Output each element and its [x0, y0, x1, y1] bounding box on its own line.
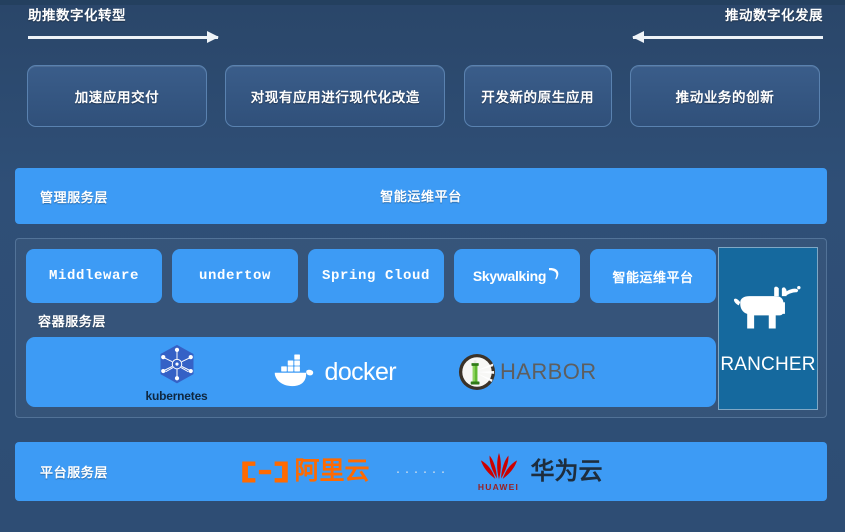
harbor-logo[interactable]: HARBOR — [458, 353, 597, 391]
harbor-label: HARBOR — [499, 359, 597, 384]
middleware-box-spring-cloud[interactable]: Spring Cloud — [308, 249, 444, 303]
docker-logo[interactable]: docker — [270, 352, 397, 392]
docker-whale-icon — [274, 354, 313, 387]
aliyun-bracket-icon — [241, 461, 288, 482]
arrow-left-icon — [632, 31, 823, 43]
goal-box-develop-cloud-native-apps[interactable]: 开发新的原生应用 — [463, 65, 612, 127]
container-service-layer-panel: Middleware undertow Spring Cloud Skywalk… — [15, 238, 827, 418]
huawei-label: 华为云 — [530, 457, 603, 485]
container-layer-label: 容器服务层 — [38, 314, 107, 329]
rancher-cow-icon — [733, 285, 801, 328]
aliyun-logo[interactable]: 阿里云 — [240, 458, 370, 486]
arrow-right-icon — [28, 31, 219, 43]
goal-box-accelerate-delivery[interactable]: 加速应用交付 — [27, 65, 207, 127]
top-edge-strip — [0, 0, 845, 5]
middleware-box-middleware[interactable]: Middleware — [26, 249, 162, 303]
skywalking-swoosh-icon — [549, 267, 559, 279]
right-arrow-annotation: 推动数字化发展 — [632, 8, 823, 48]
skywalking-label: Skywalking — [472, 268, 547, 284]
left-arrow-label: 助推数字化转型 — [28, 8, 126, 23]
cloud-vendor-logos: 阿里云 ······ HUAWEI — [15, 452, 827, 492]
platform-service-layer: 平台服务层 阿里云 ······ — [15, 442, 827, 501]
management-layer-label: 管理服务层 — [40, 189, 109, 205]
huawei-mark: HUAWEI — [476, 452, 522, 492]
management-service-layer: 管理服务层 智能运维平台 — [15, 168, 827, 224]
right-arrow-label: 推动数字化发展 — [725, 8, 823, 23]
intelligent-ops-platform-label: 智能运维平台 — [380, 189, 462, 204]
harbor-lighthouse-icon — [458, 353, 496, 391]
platform-layer-label: 平台服务层 — [40, 465, 109, 480]
left-arrow-annotation: 助推数字化转型 — [28, 8, 219, 48]
huawei-flower-icon — [480, 452, 517, 480]
docker-label: docker — [324, 357, 397, 386]
goals-row: 加速应用交付 对现有应用进行现代化改造 开发新的原生应用 推动业务的创新 — [27, 65, 820, 127]
rancher-panel[interactable]: RANCHER — [718, 247, 818, 410]
orchestration-logo-strip: kubernetes docker — [26, 337, 716, 407]
huawei-brand-label: HUAWEI — [477, 481, 520, 492]
rancher-label: RANCHER — [720, 353, 816, 375]
kubernetes-logo[interactable]: kubernetes — [146, 343, 208, 403]
kubernetes-label: kubernetes — [145, 389, 208, 403]
middleware-box-skywalking[interactable]: Skywalking — [454, 249, 580, 303]
middleware-row: Middleware undertow Spring Cloud Skywalk… — [26, 249, 716, 303]
goal-box-drive-business-innovation[interactable]: 推动业务的创新 — [629, 65, 820, 127]
middleware-box-intelligent-ops[interactable]: 智能运维平台 — [590, 249, 716, 303]
management-layer-center: 智能运维平台 — [15, 186, 827, 206]
vendor-separator-dots: ······ — [395, 463, 450, 480]
skywalking-logo: Skywalking — [473, 266, 561, 287]
huawei-logo[interactable]: HUAWEI 华为云 — [476, 452, 603, 492]
aliyun-label: 阿里云 — [294, 457, 370, 485]
kubernetes-helm-icon — [160, 344, 194, 384]
middleware-box-undertow[interactable]: undertow — [172, 249, 298, 303]
goal-box-modernize-existing-apps[interactable]: 对现有应用进行现代化改造 — [225, 65, 446, 127]
